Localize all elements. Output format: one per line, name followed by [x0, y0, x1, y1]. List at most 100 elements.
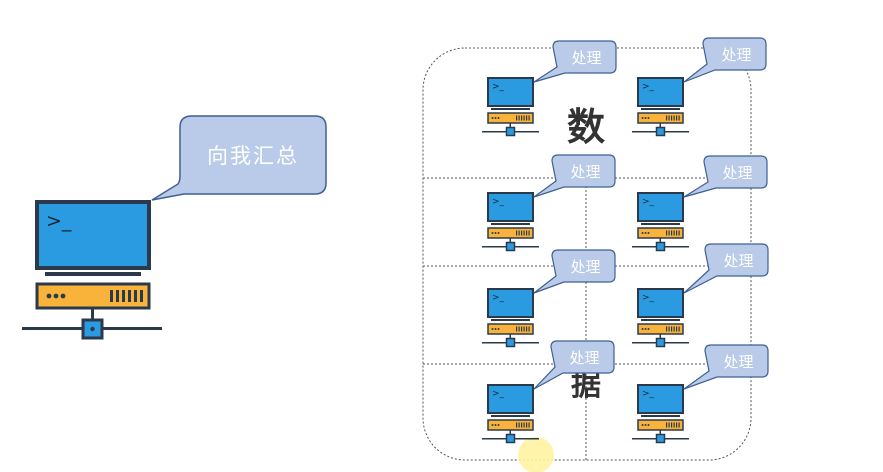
worker-network-port [505, 433, 516, 444]
worker-connector-stem [659, 334, 661, 339]
master-vent-bars [110, 290, 143, 302]
worker-monitor-stand [641, 223, 680, 225]
worker-bubble-shape [683, 37, 767, 83]
worker-vent-bar [523, 115, 525, 121]
worker-vent-bar [676, 326, 678, 332]
worker-bubble-label: 处理 [723, 353, 753, 371]
worker-speech-bubble: 处理 [683, 155, 768, 198]
worker-vent-bar [678, 115, 680, 121]
worker-status-dot [494, 328, 497, 330]
worker-vent-bar [526, 230, 528, 236]
worker-vent-bar [526, 326, 528, 332]
master-status-dots [46, 293, 66, 299]
worker-network-port [505, 337, 516, 348]
master-monitor-stand [45, 272, 141, 276]
worker-status-dot [647, 117, 650, 119]
worker-computers: >_处理>_处理>_处理>_处理>_处理>_处理>_处理>_处理 [482, 37, 769, 444]
worker-terminal-prompt: >_ [642, 293, 655, 303]
worker-vent-bar [518, 115, 520, 121]
worker-vent-bar [518, 422, 520, 428]
worker-terminal-prompt: >_ [492, 293, 505, 303]
worker-monitor-stand [491, 319, 530, 321]
worker-terminal-prompt: >_ [492, 82, 505, 92]
worker-speech-bubble: 处理 [533, 154, 616, 198]
worker-monitor-screen [637, 288, 684, 318]
worker-bubble-shape [683, 155, 768, 198]
worker-vent-bar [666, 230, 668, 236]
worker-computer: >_ [632, 77, 689, 137]
worker-connector-stem [509, 430, 511, 435]
worker-vent-bar [673, 326, 675, 332]
worker-status-dot [497, 424, 500, 426]
worker-speech-bubble: 处理 [683, 344, 769, 390]
master-terminal-prompt: >_ [46, 210, 72, 232]
worker-status-dot [644, 328, 647, 330]
worker-vent-bar [673, 115, 675, 121]
worker-status-dot [641, 232, 644, 234]
worker-monitor-screen [637, 77, 684, 107]
worker-computer: >_ [482, 288, 539, 348]
worker-computer: >_ [632, 384, 689, 444]
worker-terminal-prompt: >_ [642, 197, 655, 207]
worker-vent-bar [671, 422, 673, 428]
worker-computer: >_ [482, 384, 539, 444]
worker-terminal-prompt: >_ [492, 389, 505, 399]
worker-bubble-label: 处理 [721, 46, 751, 64]
worker-network-port [655, 241, 666, 252]
master-connector-stem [91, 308, 94, 320]
worker-connector-stem [509, 238, 511, 243]
worker-vent-bar [526, 115, 528, 121]
worker-network-port [655, 433, 666, 444]
worker-network-port [655, 126, 666, 137]
worker-vent-bar [523, 422, 525, 428]
worker-status-dot [491, 328, 494, 330]
worker-status-dot [494, 424, 497, 426]
worker-connector-stem [509, 123, 511, 128]
worker-vent-bar [523, 326, 525, 332]
worker-network-port [505, 241, 516, 252]
worker-status-dot [641, 424, 644, 426]
worker-bubble-shape [683, 243, 769, 294]
worker-status-dot [641, 117, 644, 119]
worker-vent-bar [521, 326, 523, 332]
worker-vent-bar [528, 230, 530, 236]
worker-connector-stem [659, 123, 661, 128]
worker-status-dot [497, 328, 500, 330]
worker-monitor-stand [641, 319, 680, 321]
worker-bubble-shape [533, 340, 615, 390]
worker-connector-stem [659, 430, 661, 435]
worker-terminal-prompt: >_ [492, 197, 505, 207]
worker-vent-bar [516, 115, 518, 121]
worker-bubble-label: 处理 [723, 252, 753, 270]
worker-monitor-screen [487, 77, 534, 107]
worker-vent-bar [521, 422, 523, 428]
worker-vent-bar [666, 326, 668, 332]
worker-vent-bar [666, 422, 668, 428]
worker-monitor-stand [491, 223, 530, 225]
worker-vent-bar [676, 115, 678, 121]
worker-status-dot [497, 117, 500, 119]
worker-vent-bar [528, 422, 530, 428]
data-char-bottom: 据 [571, 368, 601, 403]
worker-vent-bar [516, 422, 518, 428]
worker-computer: >_ [632, 192, 689, 252]
worker-bubble-shape [533, 154, 616, 198]
worker-vent-bar [671, 326, 673, 332]
worker-status-dot [644, 424, 647, 426]
worker-monitor-screen [487, 384, 534, 414]
worker-vent-bar [678, 422, 680, 428]
worker-status-dot [491, 424, 494, 426]
worker-speech-bubble: 处理 [683, 37, 767, 83]
worker-speech-bubble: 处理 [533, 40, 617, 83]
worker-monitor-screen [637, 192, 684, 222]
worker-status-dot [491, 232, 494, 234]
worker-vent-bar [516, 230, 518, 236]
worker-vent-bar [668, 422, 670, 428]
worker-vent-bar [528, 115, 530, 121]
worker-bubble-label: 处理 [571, 49, 601, 67]
worker-vent-bar [526, 422, 528, 428]
worker-monitor-stand [641, 415, 680, 417]
worker-connector-stem [509, 334, 511, 339]
worker-vent-bar [528, 326, 530, 332]
